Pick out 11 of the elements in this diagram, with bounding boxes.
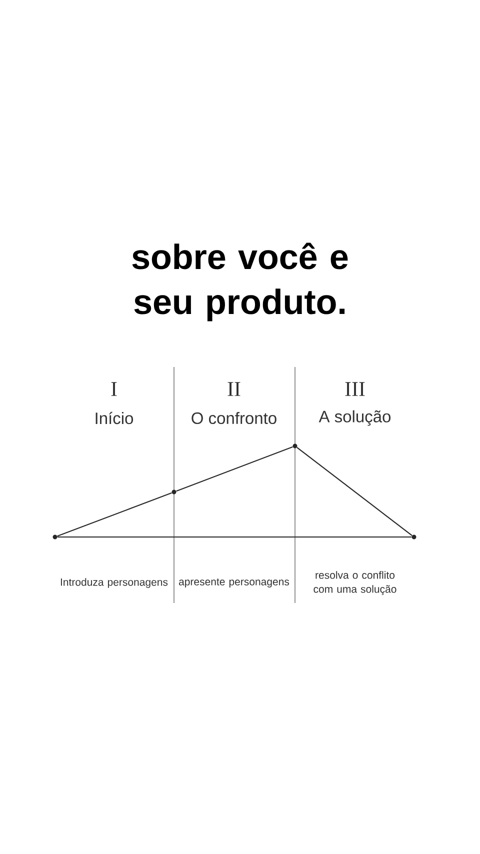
arc-line xyxy=(296,447,412,536)
title: sobre você e seu produto. xyxy=(132,242,348,322)
act-description: apresente personagens xyxy=(178,578,290,588)
arc-line xyxy=(57,536,412,538)
act-numeral: III xyxy=(345,382,365,396)
arc-line xyxy=(176,446,293,492)
act-numeral: II xyxy=(228,382,240,396)
arc-line xyxy=(57,492,172,537)
act-numeral: I xyxy=(111,382,117,396)
act-heading: Início xyxy=(96,412,134,424)
act-heading: A solução xyxy=(318,410,391,426)
